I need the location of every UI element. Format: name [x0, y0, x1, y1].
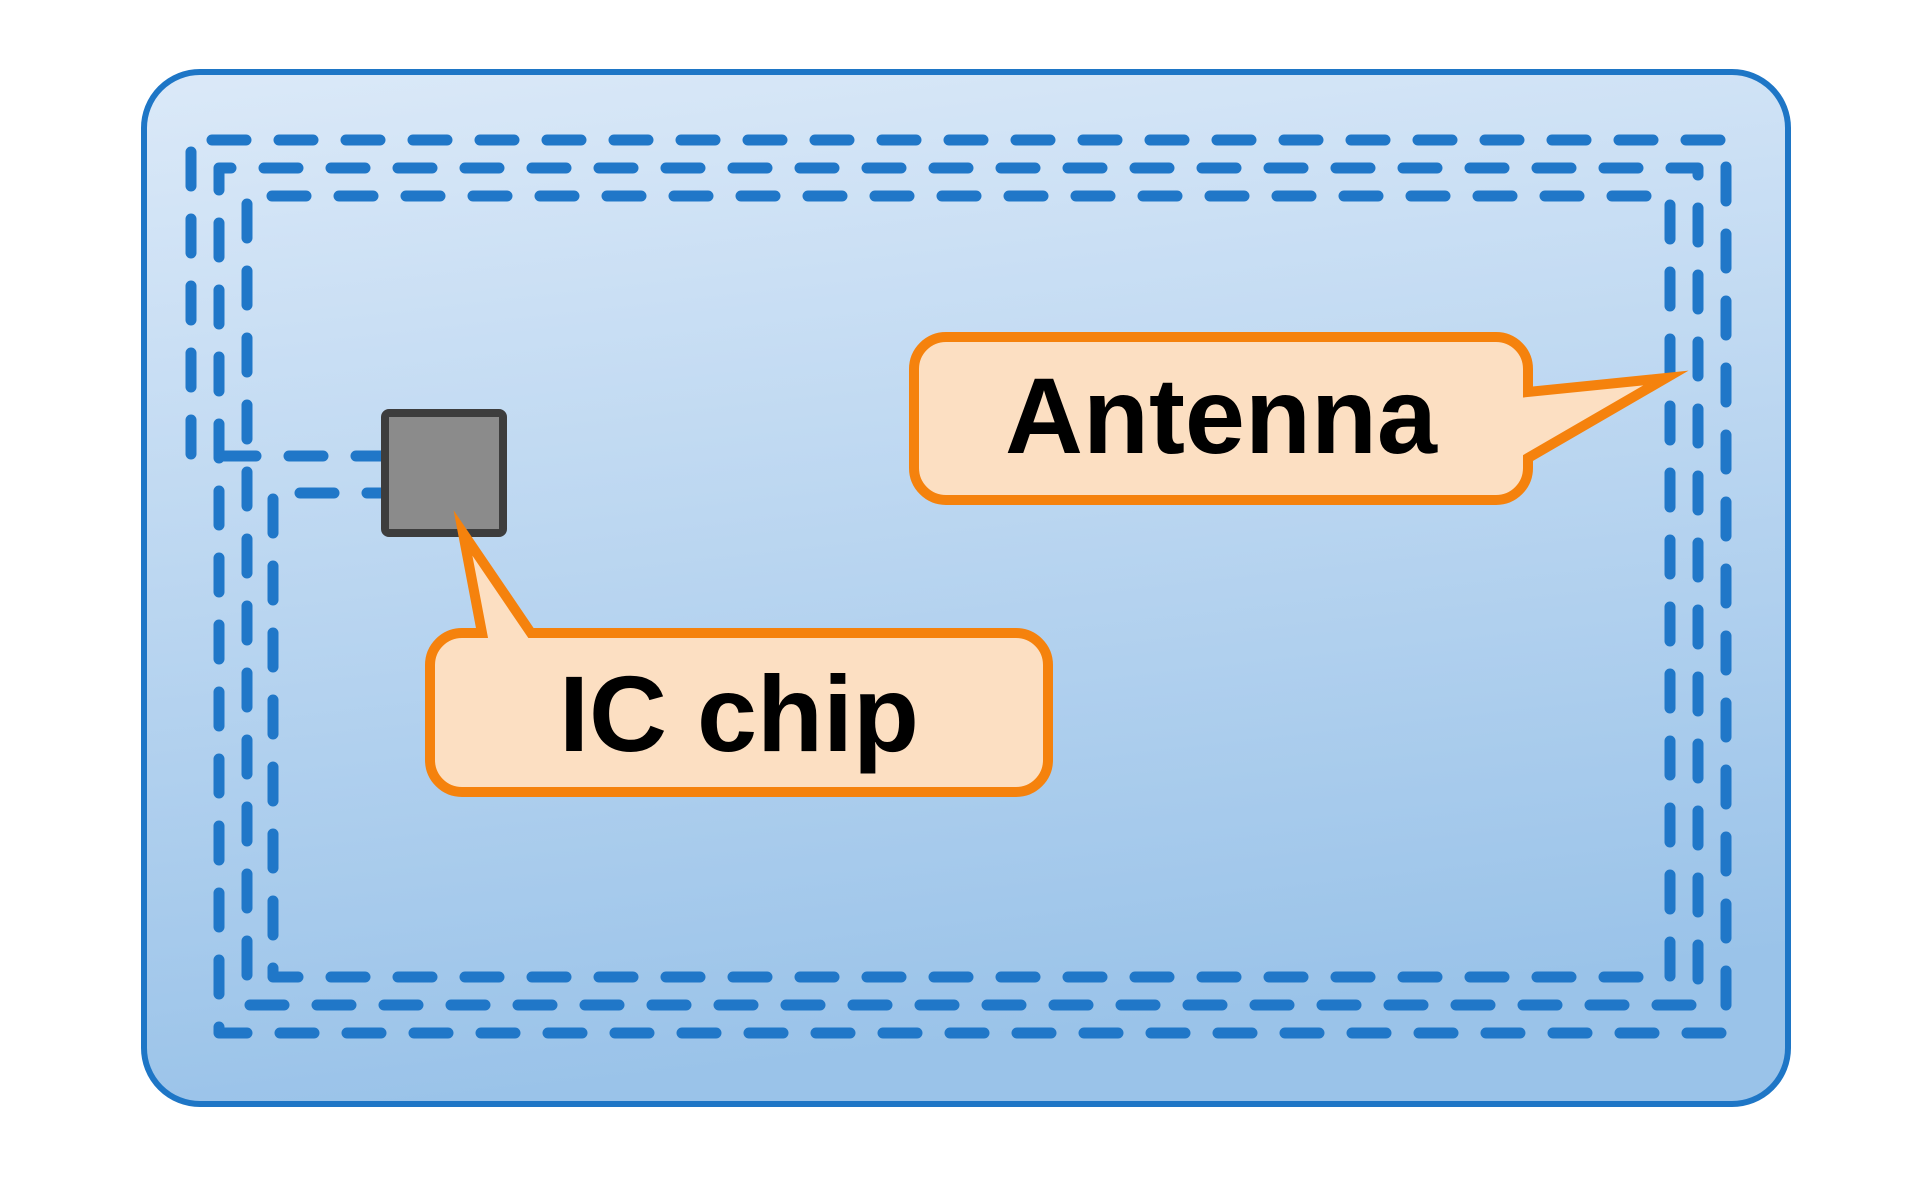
antenna-coil — [185, 134, 1732, 1039]
antenna-callout-bubble — [909, 332, 1689, 505]
ic-chip-square — [381, 409, 507, 537]
card-body — [141, 69, 1791, 1107]
antenna-callout-label: Antenna — [1005, 355, 1438, 476]
ic-chip-callout-bubble — [425, 510, 1053, 797]
ic-chip-callout-label: IC chip — [559, 653, 919, 774]
